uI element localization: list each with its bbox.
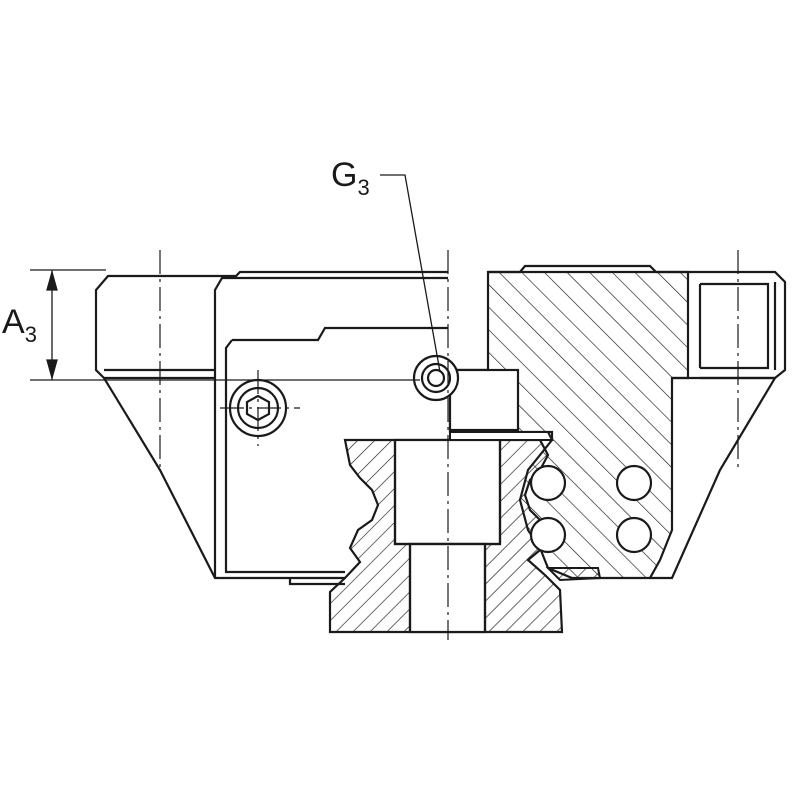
top-seal-strip <box>449 431 554 441</box>
dimension-a3 <box>30 269 420 381</box>
ball-lower-left <box>529 516 567 554</box>
bottom-retaining-strip <box>545 567 602 582</box>
lubrication-port-g3 <box>412 354 520 432</box>
carriage-right-section <box>448 264 787 580</box>
ball-lower-right <box>615 516 653 554</box>
leader-g3 <box>380 174 441 373</box>
a3-label: A3 <box>2 303 37 347</box>
g3-label: G3 <box>331 156 370 200</box>
guide-rail <box>328 438 564 634</box>
center-lines <box>159 250 739 640</box>
carriage-left-half <box>94 270 448 586</box>
ball-upper-right <box>615 464 653 502</box>
ball-upper-left <box>529 464 567 502</box>
rolling-balls <box>529 464 653 554</box>
